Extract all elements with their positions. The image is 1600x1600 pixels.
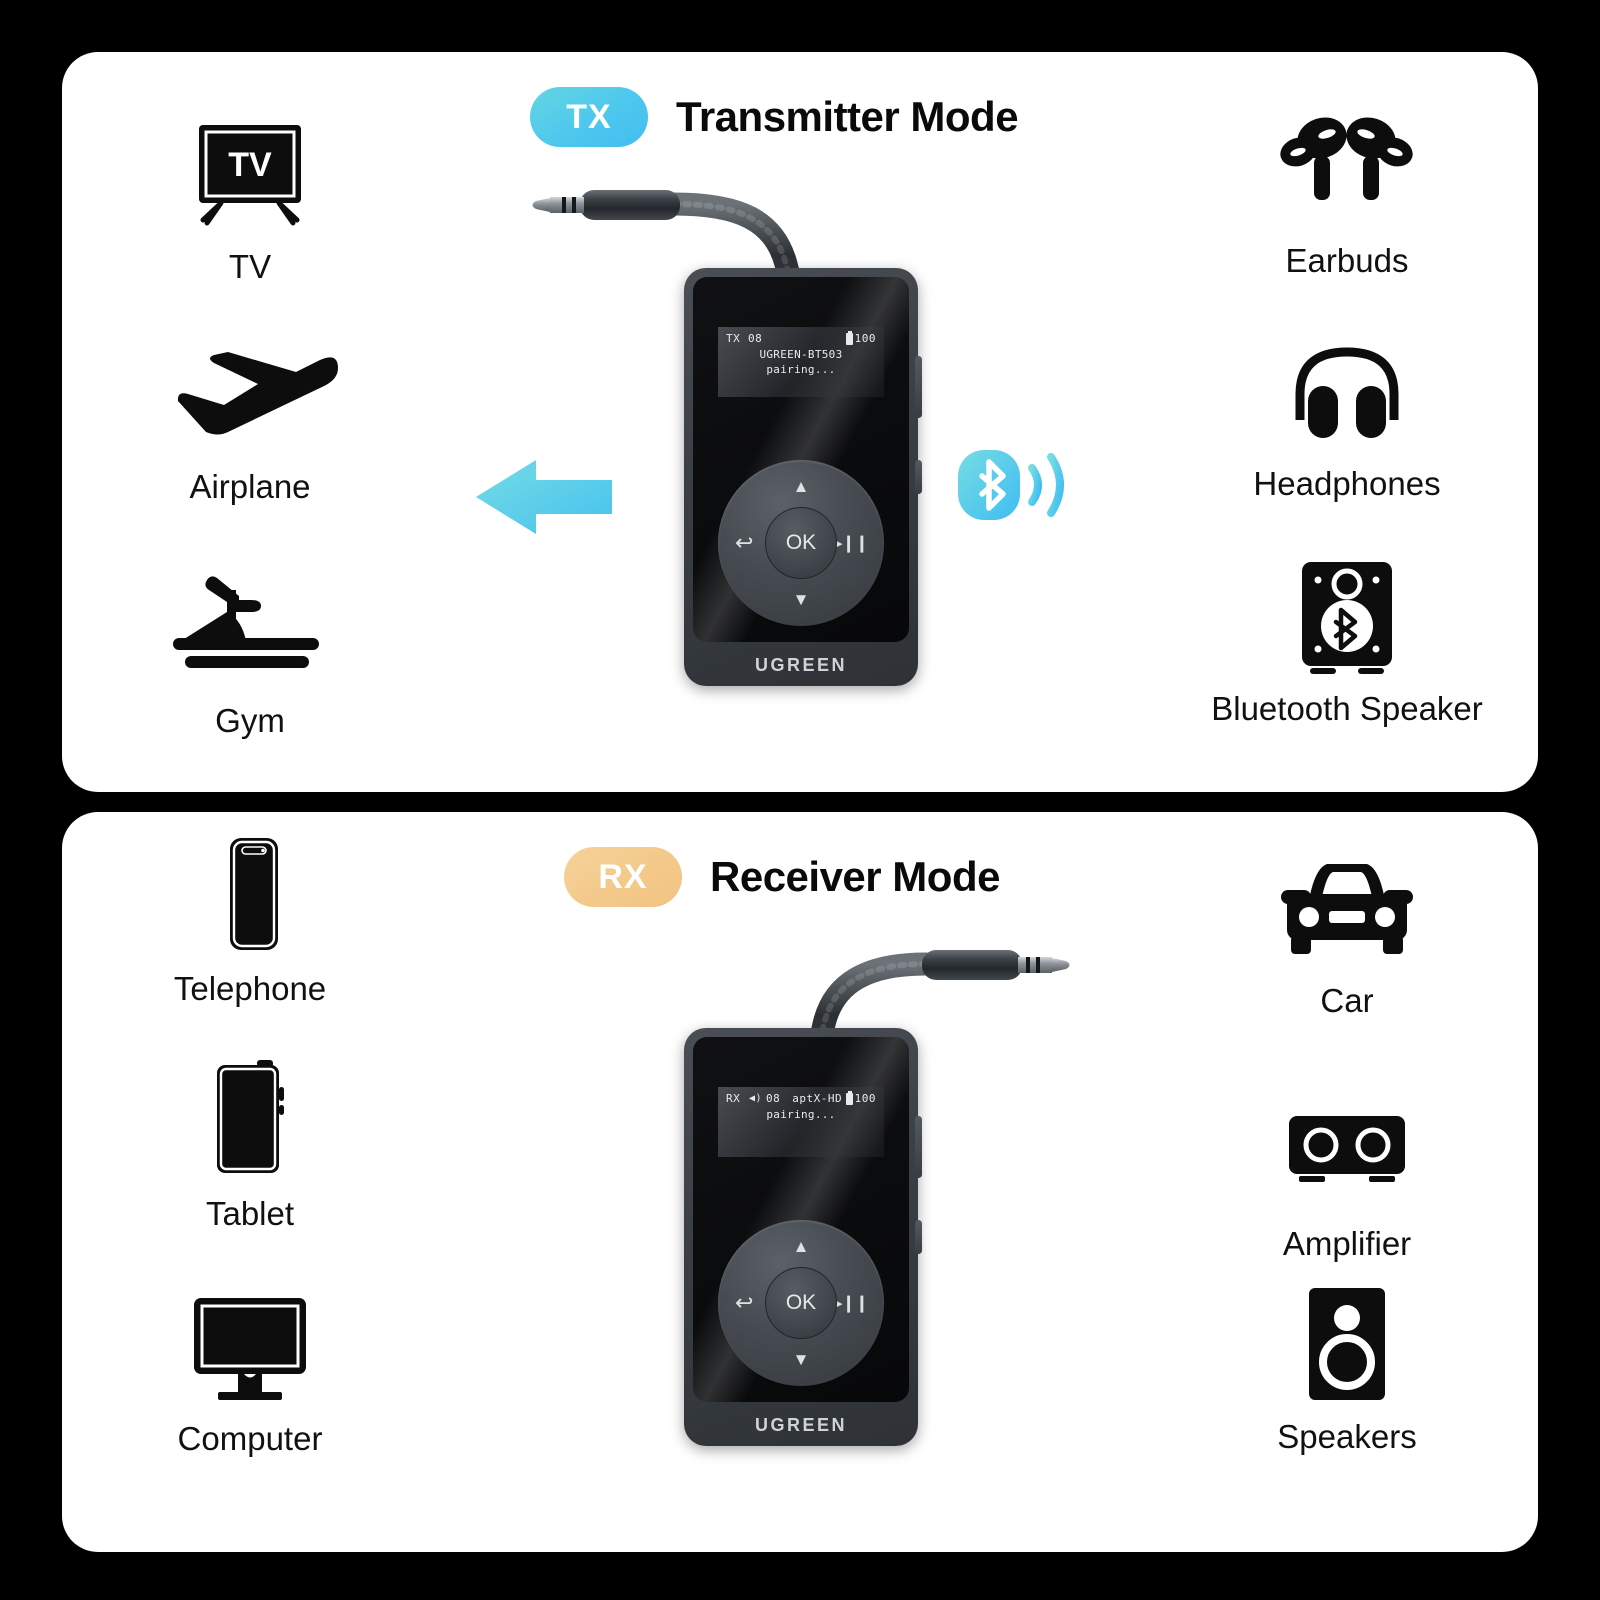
device-screen-tx: TX 08 100 UGREEN-BT503 pairing... [718,327,884,397]
target-item-bluetooth-speaker: Bluetooth Speaker [1211,552,1483,728]
device-side-button-bottom-rx[interactable] [915,1220,922,1254]
monitor-icon [178,1282,322,1410]
target-item-car: Car [1217,844,1477,1020]
device-side-button-bottom-tx[interactable] [915,460,922,494]
bluetooth-wave-icon-tx [952,434,1072,534]
down-button-rx[interactable]: ▼ [792,1350,810,1369]
speaker-icon [1295,1280,1399,1408]
tablet-icon [195,1057,305,1185]
screen-battery-value-tx: 100 [854,332,876,345]
target-item-headphones: Headphones [1217,327,1477,503]
play-pause-button-rx[interactable]: ▶❙❙ [829,1293,869,1313]
svg-text:TV: TV [228,146,272,184]
up-button-tx[interactable]: ▲ [792,477,810,496]
battery-icon-rx [845,1090,853,1105]
bt-adapter-device-tx: TX 08 100 UGREEN-BT503 pairing... ▲ [532,150,1002,770]
target-item-earbuds: Earbuds [1217,104,1477,280]
bt-adapter-device-rx: RX ◀) 08 aptX-HD 100 pairing... [602,910,1070,1530]
volume-icon-rx: ◀) [749,1093,763,1104]
screen-line2-rx: pairing... [766,1108,836,1121]
target-label-bluetooth-speaker: Bluetooth Speaker [1211,690,1483,727]
ok-button-tx[interactable]: OK [765,507,837,579]
source-item-tablet: Tablet [120,1057,380,1233]
device-body-tx: TX 08 100 UGREEN-BT503 pairing... ▲ [684,268,922,686]
device-face-rx: RX ◀) 08 aptX-HD 100 pairing... [693,1037,909,1402]
target-label-headphones: Headphones [1253,465,1441,502]
transmitter-mode-header: TX Transmitter Mode [530,87,1019,147]
bluetooth-speaker-icon [1288,552,1406,680]
device-side-button-top-rx[interactable] [915,1116,922,1178]
rx-badge: RX [564,847,682,907]
up-button-rx[interactable]: ▲ [792,1237,810,1256]
screen-codec-rx: aptX-HD [792,1092,843,1105]
source-label-tv: TV [228,248,272,285]
device-side-button-top-tx[interactable] [915,356,922,418]
device-brand-tx: UGREEN [754,655,847,675]
headphones-icon [1284,327,1410,455]
source-item-tv: TV TV [120,110,380,286]
transmitter-mode-panel: TX Transmitter Mode TV TV [62,52,1538,792]
tx-badge: TX [530,87,648,147]
treadmill-icon [165,564,335,692]
source-item-computer: Computer [120,1282,380,1458]
back-button-rx[interactable]: ↩ [735,1290,754,1315]
target-label-earbuds: Earbuds [1285,242,1409,279]
screen-battery-tx: 100 [845,330,876,345]
source-label-gym: Gym [215,702,285,739]
screen-line2-tx: UGREEN-BT503 [759,348,843,361]
earbuds-icon [1274,104,1420,232]
target-label-speakers: Speakers [1277,1418,1417,1455]
phone-icon [204,832,296,960]
device-brand-rx: UGREEN [754,1415,847,1435]
screen-battery-rx: 100 [845,1090,876,1105]
receiver-mode-panel: RX Receiver Mode Telephone [62,812,1538,1552]
ok-button-rx[interactable]: OK [765,1267,837,1339]
play-pause-button-tx[interactable]: ▶❙❙ [829,533,869,553]
target-item-speakers: Speakers [1217,1280,1477,1456]
transmitter-mode-title: Transmitter Mode [676,93,1019,140]
screen-volume-tx: 08 [748,332,763,345]
car-icon [1275,844,1419,972]
source-item-gym: Gym [120,564,380,740]
down-button-tx[interactable]: ▼ [792,590,810,609]
source-item-airplane: Airplane [120,330,380,506]
screen-line3-tx: pairing... [766,363,836,376]
tv-icon: TV [177,110,323,238]
battery-icon-tx [845,330,853,345]
control-wheel-rx[interactable]: ▲ ▼ ↩ ▶❙❙ OK [718,1220,884,1386]
source-label-computer: Computer [177,1420,323,1457]
screen-status-bar-rx: RX ◀) 08 aptX-HD 100 [726,1090,876,1105]
airplane-icon [162,330,338,458]
source-label-telephone: Telephone [173,970,327,1007]
source-label-airplane: Airplane [189,468,311,505]
target-label-car: Car [1320,982,1374,1019]
screen-status-bar-tx: TX 08 100 [726,330,876,345]
device-screen-rx: RX ◀) 08 aptX-HD 100 pairing... [718,1087,884,1157]
device-face-tx: TX 08 100 UGREEN-BT503 pairing... ▲ [693,277,909,642]
device-body-rx: RX ◀) 08 aptX-HD 100 pairing... [684,1028,922,1446]
receiver-mode-header: RX Receiver Mode [564,847,1000,907]
target-label-amplifier: Amplifier [1282,1225,1412,1262]
back-button-tx[interactable]: ↩ [735,530,754,555]
screen-mode-rx: RX [726,1092,741,1105]
source-item-telephone: Telephone [120,832,380,1008]
source-label-tablet: Tablet [205,1195,295,1232]
screen-volume-rx: 08 [766,1092,781,1105]
receiver-mode-title: Receiver Mode [710,853,1000,900]
target-item-amplifier: Amplifier [1217,1087,1477,1263]
signal-arrow-left [474,452,614,542]
amplifier-icon [1277,1087,1417,1215]
screen-mode-tx: TX [726,332,741,345]
screen-battery-value-rx: 100 [854,1092,876,1105]
control-wheel-tx[interactable]: ▲ ▼ ↩ ▶❙❙ OK [718,460,884,626]
